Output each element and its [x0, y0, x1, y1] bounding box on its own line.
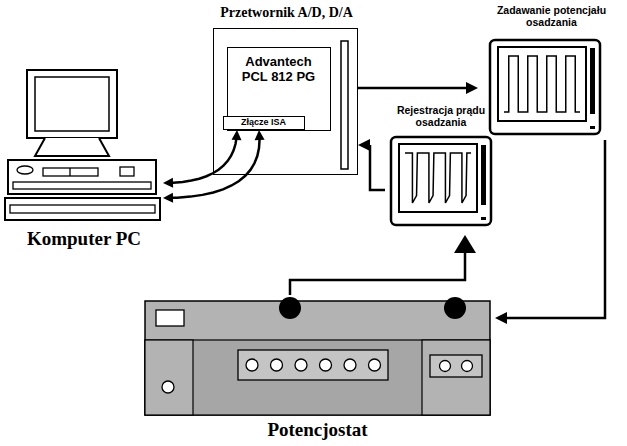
pc-monitor — [27, 70, 117, 138]
connector-line — [173, 137, 237, 182]
device-node: Potencjostat — [140, 295, 495, 445]
connector-line — [358, 87, 466, 90]
side-panel — [145, 340, 193, 415]
monitor-bar — [590, 48, 595, 114]
connector-box: Złącze ISA — [223, 116, 305, 130]
monitor-case — [490, 40, 600, 134]
signal-connector — [163, 130, 241, 188]
waveform — [405, 153, 471, 203]
node-label: Advantech PCL 812 PG — [232, 54, 325, 84]
device-node: Komputer PC — [5, 68, 163, 252]
arrow-head — [454, 235, 476, 253]
control-panel — [238, 350, 388, 380]
arrow-head — [358, 139, 370, 151]
device-body — [145, 301, 490, 415]
monitor-button — [590, 126, 595, 129]
side-panel — [422, 340, 490, 415]
knob — [271, 359, 283, 371]
pc-keyboard — [10, 205, 155, 213]
arrow-head — [163, 178, 173, 188]
connector-line — [507, 140, 605, 318]
card-box: Advantech PCL 812 PG Złącze ISA — [227, 47, 331, 131]
arrow-head — [255, 130, 265, 140]
device-node: Rejestracja prądu osadzania — [385, 104, 497, 235]
slot-bracket — [341, 41, 348, 169]
monitor-bar — [481, 145, 486, 205]
node-label: Zadawanie potencjału osadzania — [478, 4, 625, 28]
pc-stand — [35, 138, 109, 156]
signal-connector — [290, 235, 476, 295]
node-label: Przetwornik A/D, D/A — [179, 5, 394, 21]
personal-computer — [5, 68, 163, 252]
display-window — [156, 310, 184, 326]
output-socket — [444, 297, 466, 319]
node-label: Potencjostat — [140, 419, 495, 441]
signal-connector — [358, 82, 478, 94]
pc-case — [8, 160, 156, 194]
pc-drive — [69, 168, 70, 176]
pc-keyboard — [5, 198, 160, 220]
connector-line — [290, 253, 465, 295]
control-panel — [430, 355, 482, 377]
knob — [462, 361, 473, 372]
pc-drive — [120, 167, 134, 176]
knob — [369, 359, 381, 371]
arrow-head — [163, 193, 173, 203]
node-label: Złącze ISA — [224, 117, 303, 128]
knob — [295, 359, 307, 371]
input-socket — [279, 297, 301, 319]
node-label: Rejestracja prądu osadzania — [385, 104, 497, 128]
signal-connector — [495, 140, 605, 324]
pc-screen — [35, 77, 109, 131]
pc-drive — [43, 168, 98, 176]
knob — [440, 361, 451, 372]
signal-connector — [358, 139, 385, 190]
knob — [344, 359, 356, 371]
converter-box: Przetwornik A/D, D/AAdvantech PCL 812 PG… — [213, 28, 358, 175]
pc-button — [17, 166, 33, 174]
monitor-screen — [399, 144, 477, 212]
arrow-head — [495, 312, 507, 324]
waveform — [504, 56, 580, 112]
monitor-case — [391, 137, 491, 225]
connector-line — [173, 139, 260, 197]
knob — [246, 359, 258, 371]
node-label: Komputer PC — [5, 228, 163, 250]
knob — [162, 381, 174, 393]
knob — [320, 359, 332, 371]
connector-line — [370, 145, 385, 190]
monitor-button — [481, 217, 486, 220]
arrow-head — [466, 82, 478, 94]
device-lower-panel — [145, 340, 490, 415]
device-node: Zadawanie potencjału osadzania — [478, 4, 625, 140]
monitor-screen — [498, 47, 586, 121]
pc-drive — [13, 182, 151, 189]
